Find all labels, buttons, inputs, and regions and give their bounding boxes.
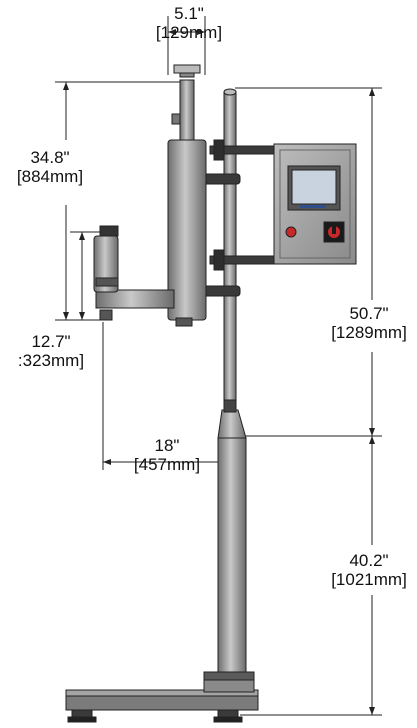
dim-arm-height: 34.8" [884mm] [16, 148, 84, 186]
controller [209, 139, 357, 271]
dim-top-width: 5.1" [129mm] [155, 4, 223, 42]
lower-pole [203, 397, 255, 693]
dim-upper-pole: 50.7" [1289mm] [331, 304, 407, 342]
dimension-lines [55, 16, 382, 716]
rod-clamps [201, 173, 241, 297]
dim-probe-drop: 12.7" :323mm] [17, 332, 85, 370]
dimension-arrows [63, 29, 375, 715]
dim-reach: 18" [457mm] [133, 436, 201, 474]
sampler-column [167, 64, 207, 327]
upper-rod [223, 88, 237, 401]
dim-lower-pole: 40.2" [1021mm] [331, 551, 407, 589]
stand-base [65, 689, 259, 723]
probe-arm [93, 225, 175, 321]
